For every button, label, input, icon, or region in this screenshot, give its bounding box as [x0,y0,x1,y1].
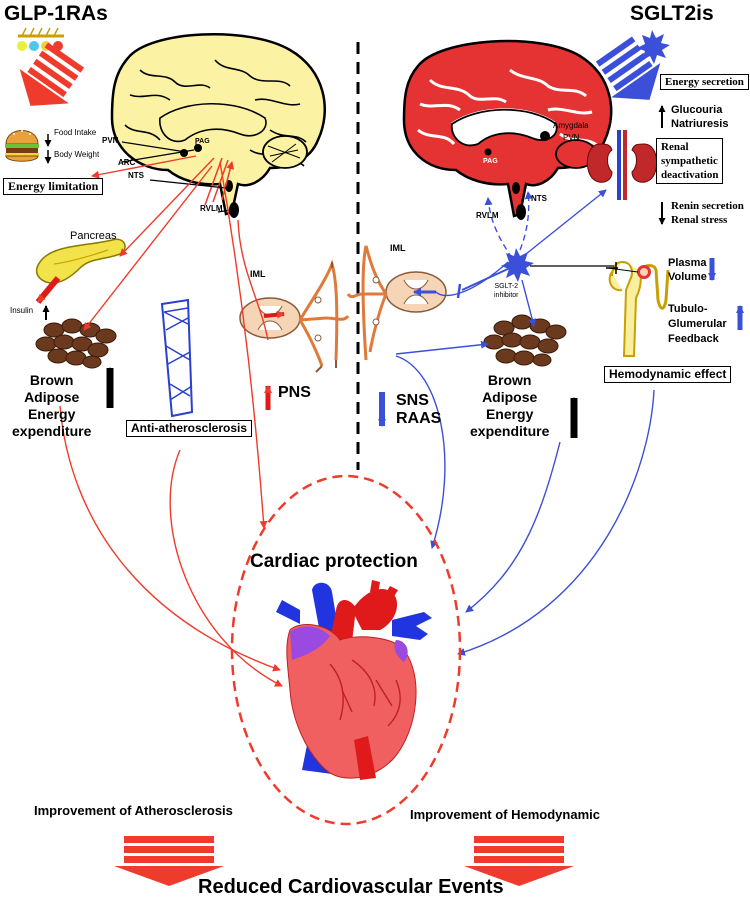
right-brown-label: Brown [487,372,532,388]
hemodynamic-effect-box: Hemodynamic effect [604,366,732,384]
glucouria-label: Glucouria [671,104,723,116]
tubulo-glomerular-label: Tubulo- Glumerular Feedback [668,302,727,347]
insulin-label: Insulin [10,306,34,315]
tubulo-label: Tubulo- [668,303,708,315]
glp1-pathway-arrows [59,155,283,687]
volume-label: Volume [668,271,707,283]
glp1-molecule-icon [17,27,64,51]
natriuresis-label: Natriuresis [671,118,729,130]
improvement-atherosclerosis-label: Improvement of Atherosclerosis [34,803,233,818]
sglt2-pathway-arrows [395,189,655,656]
deactivation-label: deactivation [661,169,719,181]
right-brain-illustration [402,39,613,220]
nts-label-left: NTS [128,171,144,180]
nephron-illustration [607,261,670,357]
pns-label: PNS [278,384,311,401]
heart-illustration [276,580,432,780]
renal-label: Renal [661,141,689,153]
amygdala-label: Amygdala [553,121,589,130]
renin-secretion-label: Renin secretion [671,200,744,212]
pag-label-right: PAG [483,158,498,165]
burger-icon [5,130,39,162]
left-spinal-cord-illustration [239,259,350,373]
left-adipose-label: Adipose [24,389,80,405]
right-adipose-label: Adipose [482,389,538,405]
renal-sympathetic-box: Renal sympathetic deactivation [656,138,724,184]
glp1-striped-arrow-icon [19,42,85,106]
pvn-label-left: PVN [102,136,119,145]
sympathetic-label: sympathetic [661,155,718,167]
sglt2-inhibitor-star-icon [501,248,534,282]
feedback-label: Feedback [668,333,719,345]
rvlm-label-left: RVLM [200,204,223,213]
right-header: SGLT2is [630,2,714,25]
improvement-hemodynamic-label: Improvement of Hemodynamic [410,807,600,822]
food-intake-label: Food Intake [54,128,97,137]
energy-limitation-box: Energy limitation [3,178,104,196]
left-brown-label: Brown [29,372,74,388]
iml-label-left: IML [250,269,266,279]
sglt2-striped-arrow-icon [595,36,661,100]
cardiac-protection-ellipse [230,474,462,826]
right-energy-label: Energy [485,406,534,422]
raas-label: RAAS [396,410,442,427]
reduced-cardiovascular-events-label: Reduced Cardiovascular Events [198,876,504,898]
right-brown-adipose-icon [483,314,567,367]
pvn-label-right: PVN [563,133,580,142]
sns-label: SNS [396,392,429,409]
pancreas-illustration [35,238,126,284]
left-header: GLP-1RAs [4,2,108,25]
arc-label-left: ARC [118,158,136,167]
cardiac-protection-label: Cardiac protection [250,551,418,572]
left-energy-label: Energy [27,406,76,422]
rvlm-label-right: RVLM [476,211,499,220]
left-brown-adipose-text: Brown Adipose Energy expenditure [12,372,91,440]
bottom-right-striped-arrow-icon [464,836,574,886]
sglt2-label-line2: inhibitor [494,292,519,299]
kidney-illustration [586,130,658,200]
renal-stress-label: Renal stress [671,214,728,226]
left-brown-adipose-icon [35,318,117,369]
pancreas-label: Pancreas [70,230,117,242]
bottom-left-striped-arrow-icon [114,836,224,886]
plasma-label: Plasma [668,257,707,269]
energy-secretion-box: Energy secretion [660,74,749,91]
anti-atherosclerosis-box: Anti-atherosclerosis [126,420,253,438]
right-expenditure-label: expenditure [470,423,550,439]
sns-raas-label: SNS RAAS [396,392,441,428]
left-expenditure-label: expenditure [12,423,92,439]
iml-label-right: IML [390,243,406,253]
glumerular-label: Glumerular [668,318,727,330]
left-brain-illustration [110,33,326,218]
sglt2-inhibitor-label: SGLT-2 inhibitor [494,282,519,300]
artery-stent-icon [160,298,194,418]
body-weight-label: Body Weight [54,150,100,159]
plasma-volume-label: Plasma Volume [668,256,707,284]
right-brown-adipose-text: Brown Adipose Energy expenditure [470,372,549,440]
right-spinal-cord-illustration [346,245,447,361]
pag-label-left: PAG [195,138,210,145]
nts-label-right: NTS [531,194,547,203]
sglt2-label-line1: SGLT-2 [494,283,519,290]
